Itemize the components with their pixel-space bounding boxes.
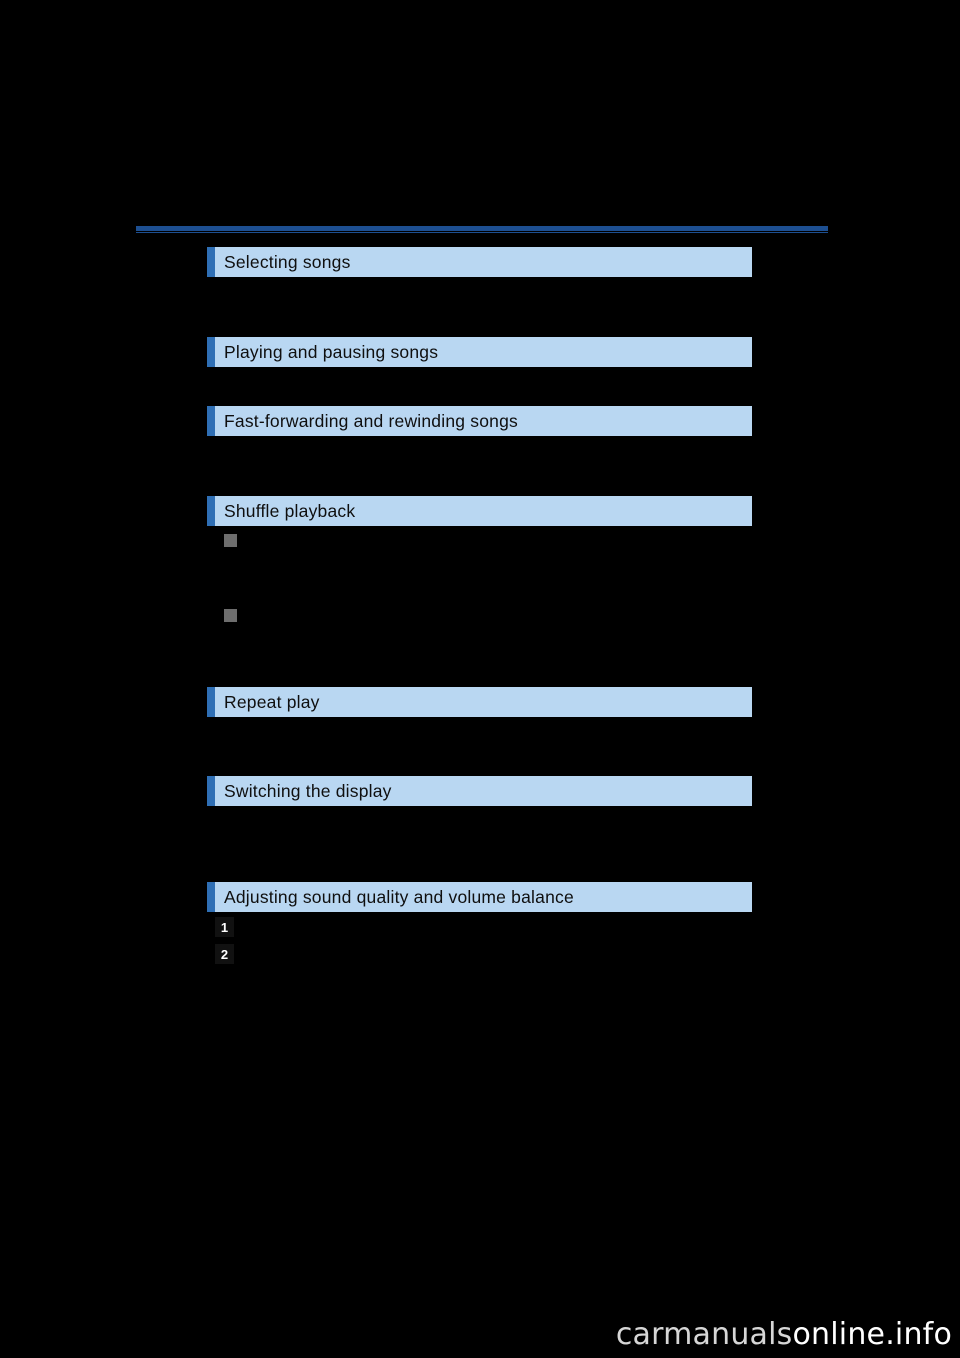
watermark-text-dark: carmanuals [615,1317,793,1352]
section-tick-icon [207,687,215,717]
section-title: Fast-forwarding and rewinding songs [224,410,518,431]
square-bullet-icon [224,534,237,547]
section-heading-selecting-songs: Selecting songs [207,247,752,277]
section-heading-repeat-play: Repeat play [207,687,752,717]
step-number-2: 2 [214,943,235,965]
section-title: Shuffle playback [224,500,356,521]
section-title: Selecting songs [224,251,351,272]
section-tick-icon [207,406,215,436]
section-title: Repeat play [224,691,320,712]
square-bullet-icon [224,609,237,622]
section-title: Switching the display [224,780,392,801]
section-heading-shuffle-playback: Shuffle playback [207,496,752,526]
step-number-1: 1 [214,916,235,938]
header-rule-thin [136,232,828,233]
section-tick-icon [207,337,215,367]
watermark: carmanualsonline.info [616,1317,952,1352]
header-rule [136,226,828,231]
watermark-text-light: online.info [792,1317,952,1352]
section-title: Adjusting sound quality and volume balan… [224,886,574,907]
section-heading-playing-and-pausing-songs: Playing and pausing songs [207,337,752,367]
section-heading-adjusting-sound-quality-and-volume-balance: Adjusting sound quality and volume balan… [207,882,752,912]
section-tick-icon [207,882,215,912]
section-tick-icon [207,247,215,277]
section-tick-icon [207,776,215,806]
section-heading-switching-the-display: Switching the display [207,776,752,806]
section-title: Playing and pausing songs [224,341,439,362]
section-heading-fast-forwarding-and-rewinding-songs: Fast-forwarding and rewinding songs [207,406,752,436]
section-tick-icon [207,496,215,526]
